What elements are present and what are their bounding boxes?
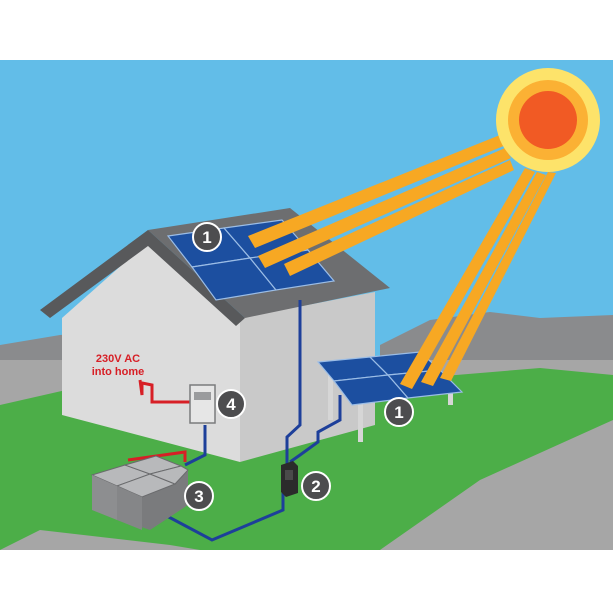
carport-posts <box>328 375 453 442</box>
ac-label-line1: 230V AC <box>96 353 140 365</box>
dc-wiring <box>164 300 342 542</box>
sun-rays <box>248 135 556 389</box>
sun-ray <box>284 160 514 276</box>
badge-ground-panels: 1 <box>384 397 414 427</box>
badge-inverter: 4 <box>216 389 246 419</box>
charge-controller-unit <box>281 461 298 497</box>
badge-circle <box>301 471 331 501</box>
house-roof-edge <box>40 230 245 326</box>
badge-charge-controller: 2 <box>301 471 331 501</box>
dc-wire-controller-to-battery <box>164 490 285 542</box>
inverter-unit <box>189 384 216 424</box>
sun-ray <box>258 148 511 268</box>
badge-circle <box>184 481 214 511</box>
inverter-body <box>189 384 216 424</box>
dc-wire-ground-to-controller <box>289 395 342 464</box>
ac-wire-into-home <box>138 379 190 404</box>
ac-wire-battery <box>127 450 187 462</box>
dc-wire-inverter-to-battery <box>184 425 207 467</box>
charge-controller-panel <box>285 470 293 480</box>
sun-ray <box>421 172 546 386</box>
badge-circle <box>216 389 246 419</box>
ac-label-line2: into home <box>92 366 145 378</box>
badge-number: 3 <box>194 487 203 506</box>
ac-wiring <box>127 379 190 462</box>
battery-side <box>92 475 117 520</box>
badge-number: 4 <box>226 395 236 414</box>
path-edge <box>0 530 200 550</box>
battery-bank <box>90 455 189 530</box>
badge-battery-bank: 3 <box>184 481 214 511</box>
carport-post <box>358 390 363 442</box>
badge-number: 1 <box>202 228 211 247</box>
sun-ray <box>248 135 506 248</box>
battery-side <box>117 486 142 530</box>
sun <box>496 68 600 172</box>
sun-core <box>519 91 577 149</box>
badge-number: 2 <box>311 477 320 496</box>
badge-circle <box>192 222 222 252</box>
badge-circle <box>384 397 414 427</box>
sun-ray <box>440 172 556 381</box>
inverter-display <box>194 392 211 400</box>
badge-number: 1 <box>394 403 403 422</box>
sun-ray <box>400 168 535 389</box>
dc-wire-roof-to-controller <box>285 300 302 468</box>
badge-roof-panels: 1 <box>192 222 222 252</box>
carport-post <box>448 385 453 405</box>
carport-post <box>328 375 333 420</box>
battery-top <box>148 465 189 485</box>
